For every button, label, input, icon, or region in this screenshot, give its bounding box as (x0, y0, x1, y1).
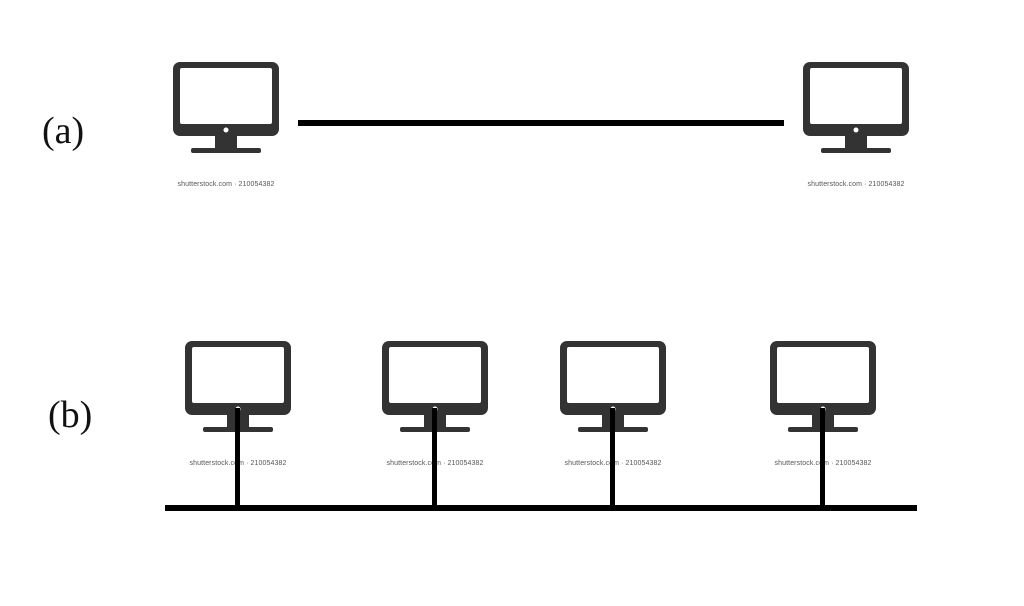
computer-icon (171, 60, 281, 156)
watermark-text: shutterstock.com · 210054382 (807, 181, 905, 188)
bus-line (165, 505, 917, 511)
point-to-point-link (298, 120, 784, 126)
computer-icon (558, 339, 668, 435)
computer-icon (380, 339, 490, 435)
panel-label-b: (b) (48, 394, 93, 436)
panel-label-a: (a) (42, 110, 85, 152)
watermark-text: shutterstock.com · 210054382 (177, 181, 275, 188)
computer-icon (801, 60, 911, 156)
computer-icon (768, 339, 878, 435)
computer-icon (183, 339, 293, 435)
drop-cable (235, 408, 240, 508)
drop-cable (432, 408, 437, 508)
drop-cable (820, 408, 825, 508)
drop-cable (610, 408, 615, 508)
